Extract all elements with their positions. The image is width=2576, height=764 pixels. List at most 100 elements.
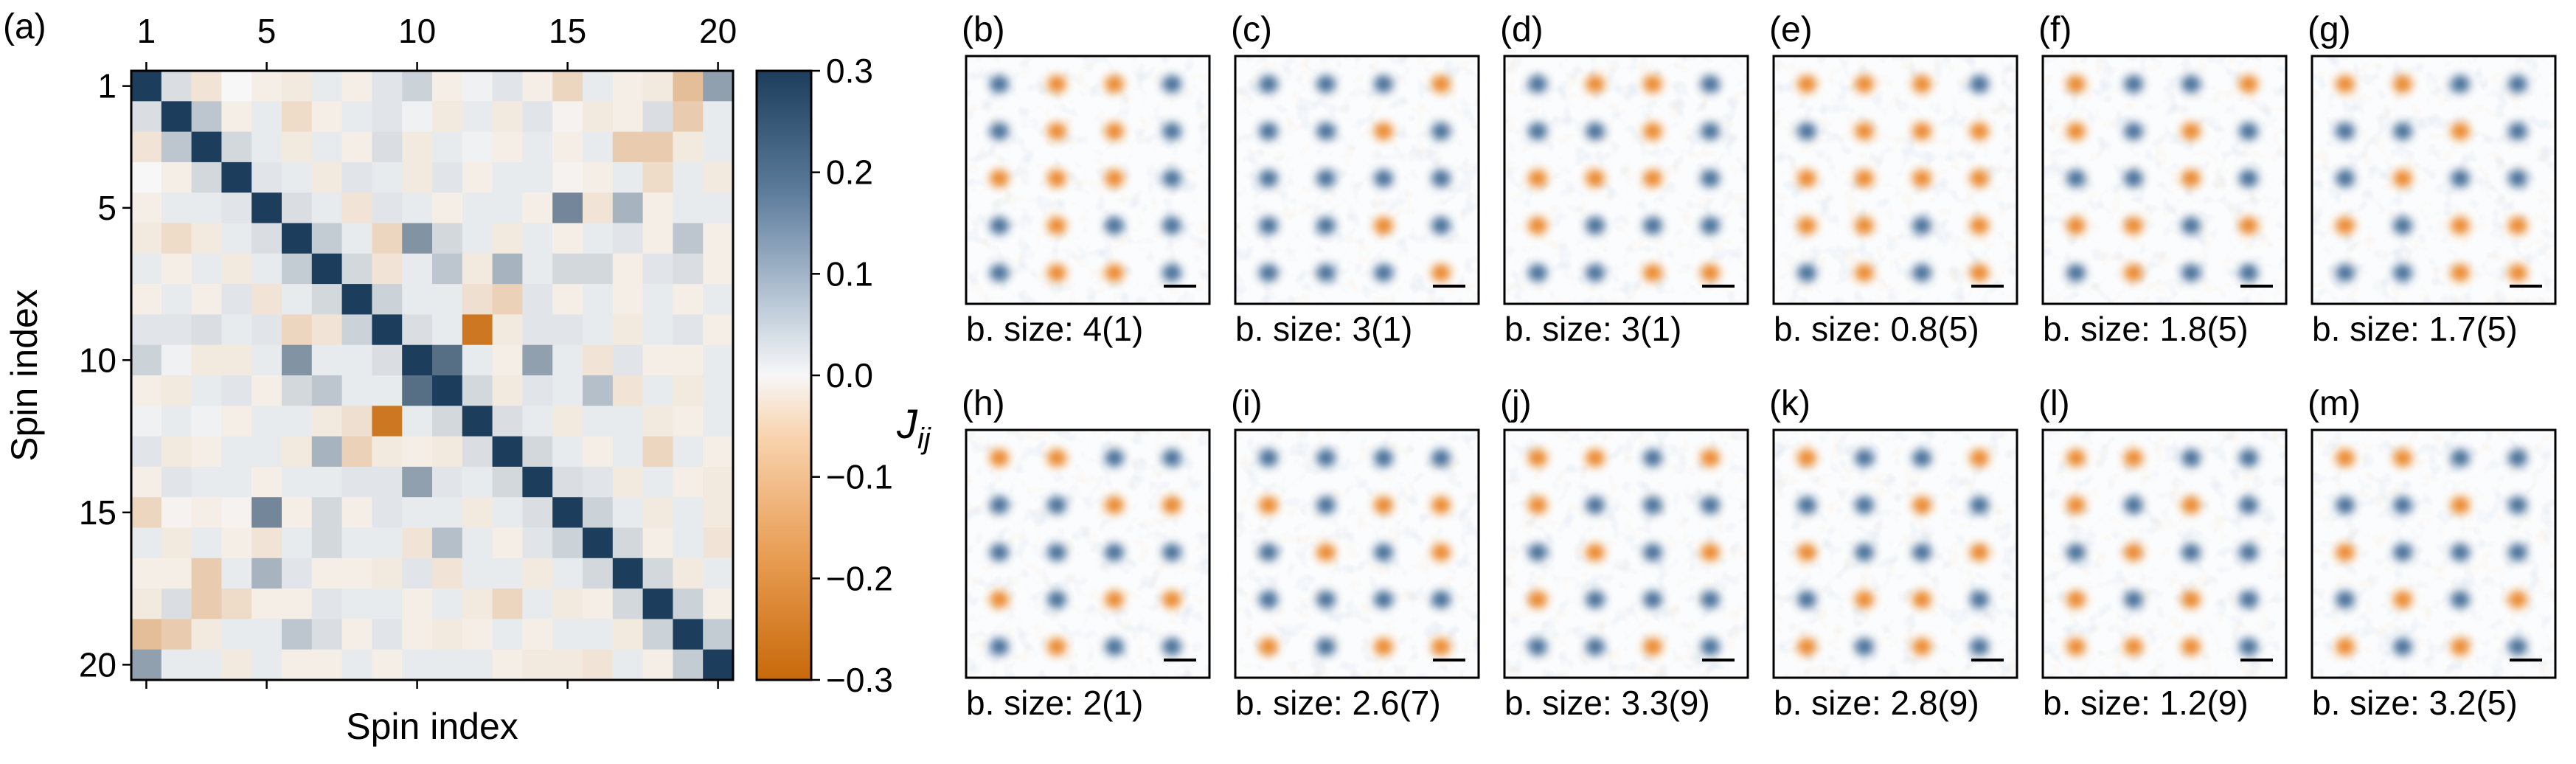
heatmap-cell-10-15 bbox=[552, 344, 583, 376]
heatmap-cell-13-3 bbox=[191, 436, 222, 468]
blob-2-4 bbox=[1431, 122, 1451, 140]
heatmap-cell-7-19 bbox=[673, 253, 704, 285]
heatmap-cell-3-11 bbox=[432, 131, 463, 163]
heatmap-cell-17-9 bbox=[372, 558, 403, 589]
blob-4-3 bbox=[1105, 591, 1124, 608]
heatmap-cell-7-17 bbox=[612, 253, 644, 285]
heatmap-cell-6-18 bbox=[642, 223, 673, 254]
blob-5-2 bbox=[1586, 638, 1605, 656]
blob-4-2 bbox=[2124, 591, 2143, 608]
heatmap-cell-18-8 bbox=[341, 588, 372, 619]
heatmap-cell-2-19 bbox=[673, 101, 704, 133]
heatmap-cell-2-5 bbox=[251, 101, 282, 133]
blob-5-3 bbox=[1374, 638, 1393, 656]
heatmap-cell-8-1 bbox=[131, 284, 162, 315]
heatmap-cell-16-1 bbox=[131, 527, 162, 559]
panel-caption: b. size: 3.2(5) bbox=[2312, 684, 2518, 722]
heatmap-cell-18-4 bbox=[221, 588, 252, 619]
blob-1-2 bbox=[1047, 449, 1066, 467]
heatmap-cell-6-14 bbox=[522, 223, 553, 254]
panel-caption: b. size: 3(1) bbox=[1235, 310, 1412, 348]
heatmap-cell-5-17 bbox=[612, 192, 644, 224]
blob-3-3 bbox=[1374, 170, 1393, 187]
heatmap-cell-10-2 bbox=[161, 344, 192, 376]
heatmap-cell-16-20 bbox=[703, 527, 734, 559]
blob-5-3 bbox=[2181, 264, 2201, 282]
heatmap-cell-3-18 bbox=[642, 131, 673, 163]
heatmap-cell-8-3 bbox=[191, 284, 222, 315]
heatmap-cell-18-20 bbox=[703, 588, 734, 619]
heatmap-cell-16-17 bbox=[612, 527, 644, 559]
blob-4-3 bbox=[2181, 217, 2201, 235]
heatmap-cell-12-17 bbox=[612, 406, 644, 437]
blob-1-4 bbox=[1970, 75, 1989, 93]
panel-frame bbox=[1234, 55, 1480, 305]
panel-frame bbox=[1234, 428, 1480, 679]
blob-4-2 bbox=[1047, 591, 1066, 608]
blob-1-1 bbox=[2066, 75, 2086, 93]
blob-3-3 bbox=[1105, 170, 1124, 187]
blob-4-4 bbox=[1431, 591, 1451, 608]
heatmap-cell-6-7 bbox=[311, 223, 343, 254]
heatmap-cell-3-14 bbox=[522, 131, 553, 163]
heatmap-cell-13-20 bbox=[703, 436, 734, 468]
heatmap-cell-6-2 bbox=[161, 223, 192, 254]
heatmap-cell-8-20 bbox=[703, 284, 734, 315]
heatmap-cell-5-7 bbox=[311, 192, 343, 224]
heatmap-cell-14-12 bbox=[462, 466, 493, 498]
blob-2-4 bbox=[1162, 122, 1181, 140]
blob-4-2 bbox=[1855, 217, 1874, 235]
heatmap-cell-20-18 bbox=[642, 649, 673, 681]
heatmap-cell-12-2 bbox=[161, 406, 192, 437]
heatmap-cell-1-8 bbox=[341, 71, 372, 102]
heatmap-cell-14-18 bbox=[642, 466, 673, 498]
heatmap-cell-19-7 bbox=[311, 619, 343, 650]
heatmap-cell-17-4 bbox=[221, 558, 252, 589]
blob-3-3 bbox=[1912, 170, 1931, 187]
x-tick-label-10: 10 bbox=[398, 12, 436, 50]
x-axis-label: Spin index bbox=[346, 706, 518, 747]
heatmap-cell-8-7 bbox=[311, 284, 343, 315]
heatmap-cell-13-14 bbox=[522, 436, 553, 468]
heatmap-cell-4-12 bbox=[462, 162, 493, 193]
heatmap-cell-1-13 bbox=[492, 71, 523, 102]
blob-3-1 bbox=[2066, 544, 2086, 561]
heatmap-cell-9-20 bbox=[703, 314, 734, 346]
heatmap-cell-19-14 bbox=[522, 619, 553, 650]
blob-2-2 bbox=[1316, 122, 1336, 140]
blob-5-2 bbox=[1047, 264, 1066, 282]
heatmap-cell-20-12 bbox=[462, 649, 493, 681]
heatmap-cell-10-8 bbox=[341, 344, 372, 376]
heatmap-cell-9-6 bbox=[282, 314, 313, 346]
heatmap-cell-5-10 bbox=[402, 192, 433, 224]
blob-3-2 bbox=[1855, 170, 1874, 187]
heatmap-cell-9-17 bbox=[612, 314, 644, 346]
blob-4-4 bbox=[1701, 217, 1720, 235]
blob-4-4 bbox=[1431, 217, 1451, 235]
heatmap-cell-4-13 bbox=[492, 162, 523, 193]
heatmap-cell-2-9 bbox=[372, 101, 403, 133]
blob-3-3 bbox=[2181, 544, 2201, 561]
panel-frame bbox=[1772, 428, 2018, 679]
heatmap-cell-17-20 bbox=[703, 558, 734, 589]
heatmap-cell-17-13 bbox=[492, 558, 523, 589]
blob-4-4 bbox=[1701, 591, 1720, 608]
heatmap-cell-9-7 bbox=[311, 314, 343, 346]
heatmap-cell-2-17 bbox=[612, 101, 644, 133]
heatmap-cell-2-6 bbox=[282, 101, 313, 133]
heatmap-cell-20-16 bbox=[583, 649, 614, 681]
heatmap-cell-4-7 bbox=[311, 162, 343, 193]
heatmap-cell-14-10 bbox=[402, 466, 433, 498]
heatmap-cell-12-13 bbox=[492, 406, 523, 437]
panel-label: (h) bbox=[962, 384, 1005, 423]
panel-d: (d)b. size: 3(1) bbox=[1500, 10, 1749, 348]
heatmap-cell-7-5 bbox=[251, 253, 282, 285]
blob-1-4 bbox=[1162, 75, 1181, 93]
heatmap-cell-4-6 bbox=[282, 162, 313, 193]
blob-3-1 bbox=[1797, 170, 1816, 187]
heatmap-cell-12-3 bbox=[191, 406, 222, 437]
heatmap-cell-4-10 bbox=[402, 162, 433, 193]
blob-5-3 bbox=[1643, 264, 1662, 282]
heatmap-cell-6-16 bbox=[583, 223, 614, 254]
heatmap-cell-15-13 bbox=[492, 497, 523, 529]
